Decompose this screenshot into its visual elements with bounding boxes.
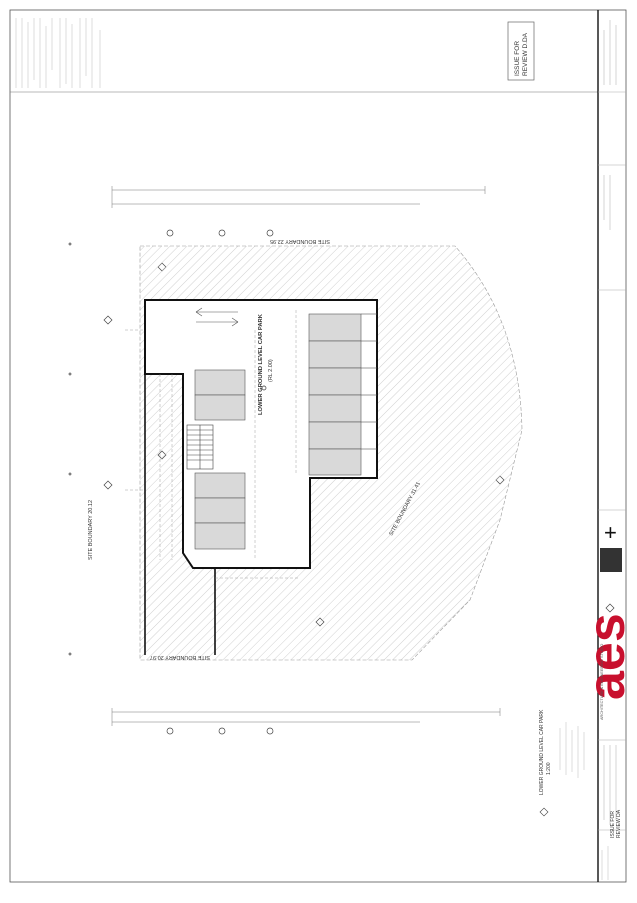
stair-core bbox=[186, 424, 214, 470]
parking-bay bbox=[308, 394, 362, 423]
site-boundary-bottom: SITE BOUNDARY 20.97 bbox=[150, 654, 210, 660]
view-title-text: LOWER GROUND LEVEL CAR PARK bbox=[539, 709, 545, 795]
view-title-scale: 1:200 bbox=[546, 762, 552, 775]
title-block-details bbox=[598, 20, 626, 831]
site-boundary-left: SITE BOUNDARY 20.12 bbox=[88, 500, 94, 560]
site-boundary-top: SITE BOUNDARY 22.95 bbox=[270, 238, 330, 244]
parking-bay bbox=[194, 522, 246, 550]
company-logo: aes + ARCHITECTURE & ENGINEERING STUDIO bbox=[578, 520, 636, 720]
floor-label: LOWER GROUND LEVEL CAR PARK bbox=[258, 313, 264, 415]
issue-stamp-line1: ISSUE FOR bbox=[514, 41, 521, 76]
parking-bay bbox=[194, 394, 246, 421]
parking-bay bbox=[308, 448, 362, 476]
dimension-lines bbox=[111, 186, 501, 726]
parking-bay bbox=[308, 340, 362, 369]
parking-bay bbox=[194, 369, 246, 396]
logo-tagline: ARCHITECTURE & ENGINEERING STUDIO bbox=[600, 644, 604, 720]
parking-bay bbox=[308, 421, 362, 450]
issue-stamp-box bbox=[507, 21, 535, 81]
level-marker-icon bbox=[261, 385, 267, 391]
floor-label-level: (RL 2.00) bbox=[268, 359, 274, 382]
view-marker-icon bbox=[539, 807, 549, 817]
interior-dimensions bbox=[125, 310, 300, 579]
logo-plus-icon: + bbox=[604, 520, 617, 545]
view-title: LOWER GROUND LEVEL CAR PARK 1:200 bbox=[539, 709, 552, 817]
sheet-border bbox=[9, 9, 627, 883]
logo-badge bbox=[600, 548, 622, 572]
parking-bay bbox=[308, 313, 362, 342]
logo-wordmark: aes bbox=[578, 613, 636, 700]
general-notes bbox=[15, 18, 101, 88]
issue-stamp-line2: REVIEW D.DA bbox=[522, 32, 529, 76]
parking-bay bbox=[308, 367, 362, 396]
traffic-arrows bbox=[195, 307, 239, 327]
parking-bay bbox=[194, 497, 246, 524]
bottom-notes bbox=[559, 722, 609, 880]
parking-bay bbox=[194, 472, 246, 499]
title-issue-line1: ISSUE FOR bbox=[610, 811, 616, 838]
title-issue-line2: REVIEW DA bbox=[616, 809, 622, 838]
right-parking-bays bbox=[308, 313, 377, 476]
left-parking-bays bbox=[194, 369, 246, 550]
